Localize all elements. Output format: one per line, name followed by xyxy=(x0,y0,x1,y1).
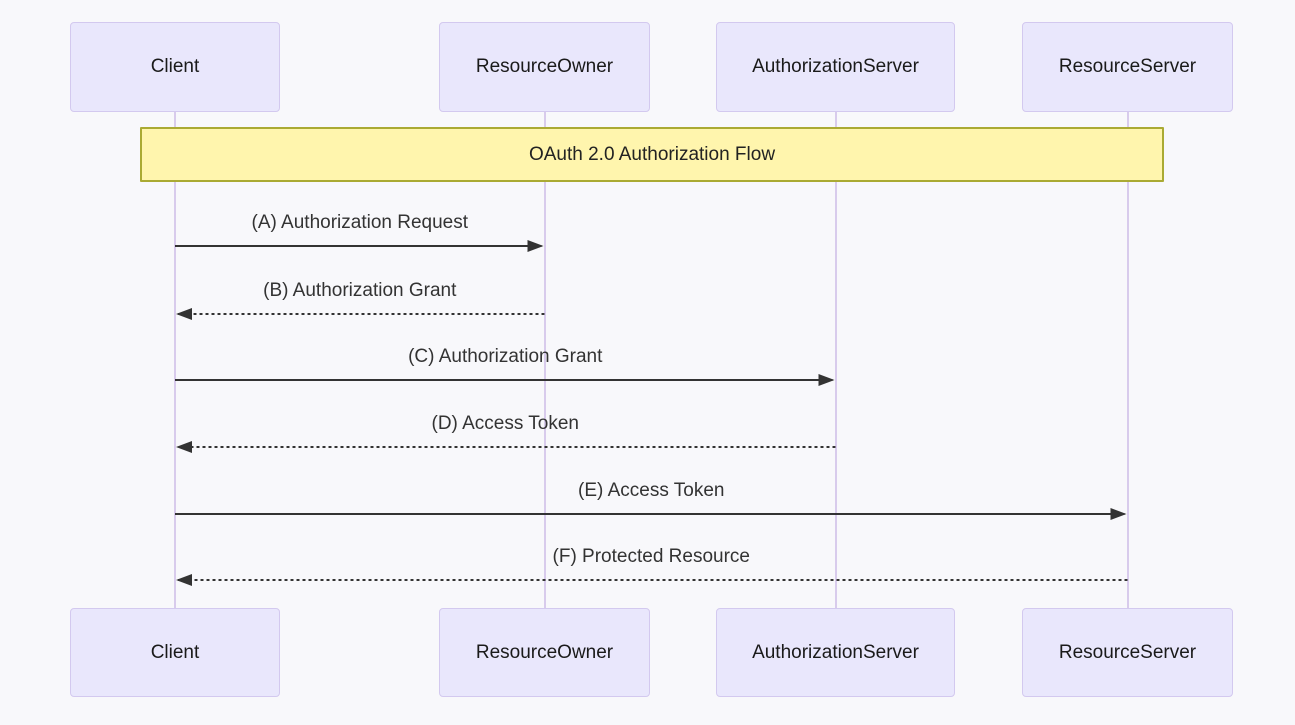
actor-label: AuthorizationServer xyxy=(752,641,919,663)
message-label-2: (C) Authorization Grant xyxy=(408,346,603,367)
actor-label: ResourceOwner xyxy=(475,641,614,663)
actor-box-resourceserver-top: ResourceServer xyxy=(1022,22,1233,112)
arrowhead-icon xyxy=(176,308,192,320)
actor-label: AuthorizationServer xyxy=(752,56,919,77)
arrowhead-icon xyxy=(527,240,544,252)
actor-box-resourceowner-top: ResourceOwner xyxy=(439,22,650,112)
actor-label: Client xyxy=(150,56,200,77)
message-label-3: (D) Access Token xyxy=(431,413,579,434)
arrowhead-icon xyxy=(818,374,835,386)
message-label-4: (E) Access Token xyxy=(578,480,725,501)
actor-box-client-top: Client xyxy=(70,22,280,112)
lifeline-authorizationserver xyxy=(834,112,837,608)
message-label-1: (B) Authorization Grant xyxy=(263,280,457,301)
actor-box-authorizationserver-top: AuthorizationServer xyxy=(716,22,955,112)
message-label-5: (F) Protected Resource xyxy=(552,546,750,567)
actor-box-client-bottom: Client xyxy=(70,608,280,697)
lifeline-resourceserver xyxy=(1126,112,1129,608)
lifeline-resourceowner xyxy=(543,112,546,608)
actor-label: ResourceServer xyxy=(1058,641,1197,663)
actor-box-resourceserver-bottom: ResourceServer xyxy=(1022,608,1233,697)
actor-label: Client xyxy=(150,641,200,663)
lifeline-client xyxy=(174,112,176,608)
actor-box-authorizationserver-bottom: AuthorizationServer xyxy=(716,608,955,697)
arrowhead-icon xyxy=(176,574,192,586)
actor-label: ResourceServer xyxy=(1058,56,1197,77)
arrowhead-icon xyxy=(1110,508,1127,520)
message-label-0: (A) Authorization Request xyxy=(251,212,469,233)
arrowhead-icon xyxy=(176,441,192,453)
actor-box-resourceowner-bottom: ResourceOwner xyxy=(439,608,650,697)
actor-label: ResourceOwner xyxy=(475,56,614,77)
title-note: OAuth 2.0 Authorization Flow xyxy=(140,127,1164,182)
